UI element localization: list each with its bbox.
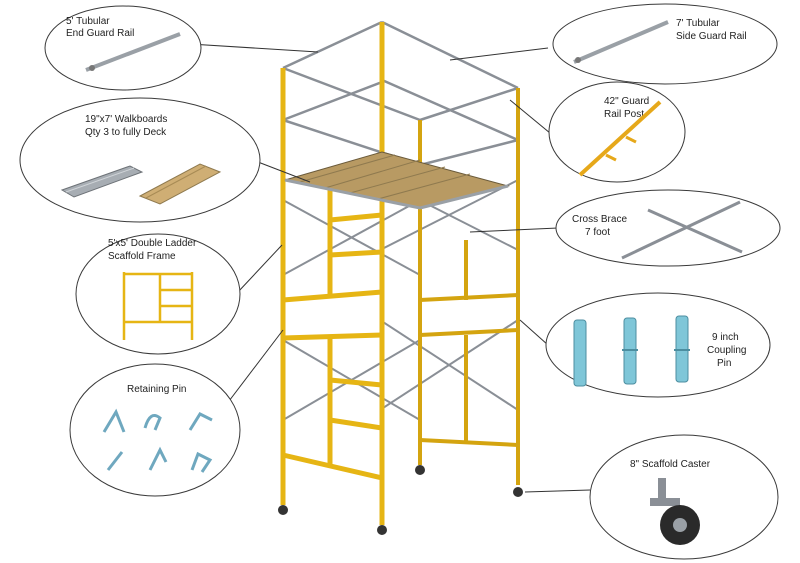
coupling-pin-sublabel: Coupling [707,345,746,356]
coupling-pin-sublabel-2: Pin [717,358,731,369]
guard-rail-post-label: 42" Guard [604,96,649,107]
cross-brace-sublabel: 7 foot [585,227,610,238]
end-guard-rail-sublabel: End Guard Rail [66,28,134,39]
callout-guard-rail-post: 42" Guard Rail Post [548,81,686,183]
walkboards-sublabel: Qty 3 to fully Deck [85,127,167,138]
retaining-pin-parts [102,408,213,473]
retaining-pin-label: Retaining Pin [127,384,186,395]
side-guard-rail-part [573,20,669,64]
coupling-pin-label: 9 inch [712,332,739,343]
callout-cross-brace: Cross Brace 7 foot [555,189,781,267]
scaffold-tower [278,20,523,535]
ladder-frame-label: 5'x5' Double Ladder [108,238,197,249]
side-guard-rail-sublabel: Side Guard Rail [676,31,747,42]
end-guard-rail-part [85,32,181,72]
callout-retaining-pin: Retaining Pin [69,363,241,497]
ladder-frame-sublabel: Scaffold Frame [108,251,176,262]
callout-side-guard-rail: 7' Tubular Side Guard Rail [552,3,778,85]
walkboard-plywood [138,163,222,205]
walkboards-label: 19"x7' Walkboards [85,114,167,125]
guard-rail-post-part [578,100,662,177]
callout-ladder-frame: 5'x5' Double Ladder Scaffold Frame [75,233,241,355]
back-posts [418,88,520,485]
top-guard-rails [282,20,519,167]
guard-rail-post-sublabel: Rail Post [604,109,644,120]
walkboard-deck [284,151,510,210]
callout-walkboards: 19"x7' Walkboards Qty 3 to fully Deck [19,97,261,223]
callout-end-guard-rail: 5' Tubular End Guard Rail [44,5,202,91]
caster-label: 8" Scaffold Caster [630,459,711,470]
front-posts [280,22,385,525]
cross-brace-part-b [647,208,743,254]
cross-brace-part-a [621,200,741,260]
coupling-pin-part-1 [573,319,587,387]
ladder-frame-part [122,272,194,340]
caster-part [650,478,700,545]
tower-casters [278,465,523,535]
leader-lines [189,43,591,493]
callout-caster: 8" Scaffold Caster [589,434,779,560]
end-guard-rail-label: 5' Tubular [66,16,110,27]
callout-coupling-pin: 9 inch Coupling Pin [545,292,771,398]
cross-braces [282,179,519,421]
walkboard-aluminum [60,165,144,198]
cross-brace-label: Cross Brace [572,214,627,225]
side-guard-rail-label: 7' Tubular [676,18,720,29]
